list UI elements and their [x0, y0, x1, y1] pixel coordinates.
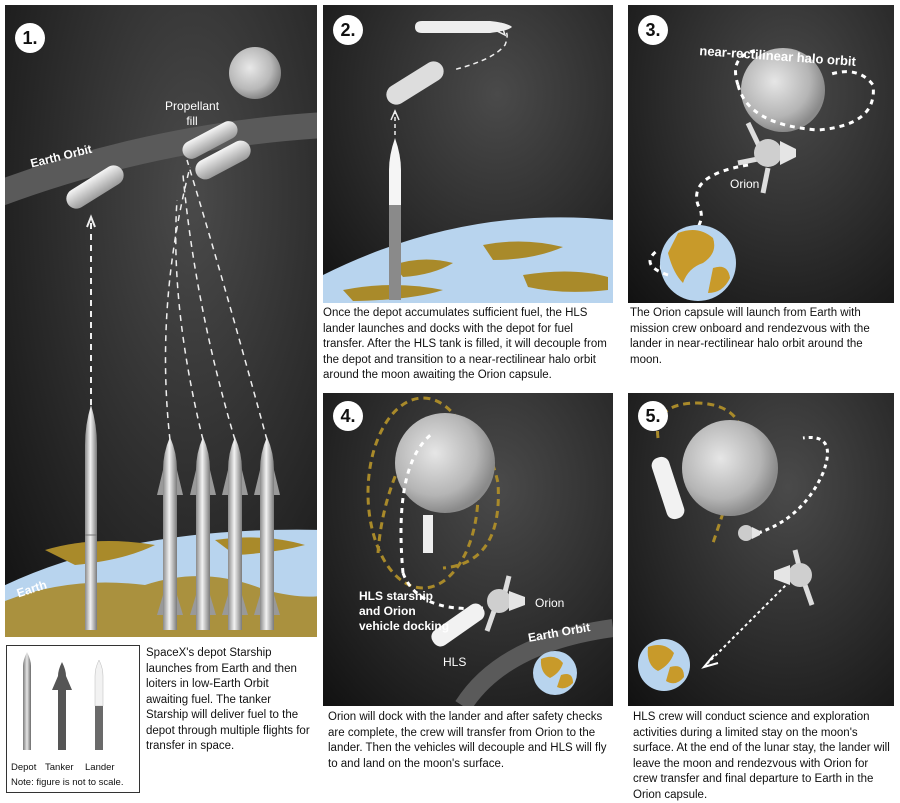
moon-icon [395, 413, 495, 513]
orion-label: Orion [535, 596, 565, 610]
hls-lander-in-transit [386, 61, 444, 105]
panel-2: 2. [323, 5, 613, 303]
step-number-3: 3. [638, 15, 668, 45]
panel-4: 4. HLS starship and Orion vehicle dockin… [323, 393, 613, 706]
legend-tanker-icon [52, 662, 72, 750]
caption-step-3: The Orion capsule will launch from Earth… [630, 307, 870, 366]
hls-label: HLS [443, 655, 467, 669]
propellant-fill-label: Propellant fill [165, 99, 220, 128]
orion-capsule-icon [737, 121, 796, 194]
step-number-4: 4. [333, 401, 363, 431]
orion-capsule-icon [484, 575, 525, 632]
moon-icon [682, 420, 778, 516]
panel-1: 1. Propellant fill Earth Orbit Earth [5, 5, 317, 637]
step-number-5: 5. [638, 401, 668, 431]
earth-icon [660, 225, 736, 301]
tanker-rocket-4 [254, 437, 280, 630]
caption-step-4: Orion will dock with the lander and afte… [328, 711, 607, 770]
depot-in-orbit [415, 21, 512, 33]
caption-step-5: HLS crew will conduct science and explor… [633, 711, 890, 801]
legend-lander-icon [94, 659, 104, 750]
legend-lander-label: Lander [85, 762, 115, 773]
orion-departing-icon [774, 549, 815, 606]
legend-illustration [23, 652, 104, 750]
tanker-rocket-2 [190, 437, 216, 630]
tanker-in-orbit-1 [182, 121, 238, 159]
depot-in-orbit [66, 165, 124, 209]
orion-label: Orion [730, 177, 760, 191]
step-number-1: 1. [15, 23, 45, 53]
caption-step-1: SpaceX's depot Starship launches from Ea… [146, 647, 310, 752]
panel-5-illustration [638, 401, 829, 691]
panel-2-illustration [323, 21, 613, 303]
legend-tanker-label: Tanker [45, 762, 74, 773]
orion-capsule-icon [738, 525, 760, 541]
tanker-in-orbit-2 [195, 140, 251, 180]
hls-lander-icon [431, 603, 485, 647]
hls-lander-icon [651, 456, 685, 520]
panel-3-illustration [648, 48, 875, 301]
tanker-rocket-1 [157, 437, 183, 630]
panel-1-illustration [5, 47, 317, 637]
panel-5: 5. [628, 393, 894, 706]
tanker-rocket-3 [222, 437, 248, 630]
earth-icon [533, 651, 577, 695]
depot-rocket [85, 405, 97, 630]
legend-box: Depot Tanker Lander Note: figure is not … [6, 645, 140, 793]
hls-orion-docking-label: HLS starship and Orion vehicle docking [359, 589, 450, 633]
legend-depot-label: Depot [11, 762, 37, 773]
moon-icon [229, 47, 281, 99]
legend-depot-icon [23, 652, 31, 750]
panel-4-illustration [366, 396, 613, 706]
step-number-2: 2. [333, 15, 363, 45]
moon-icon [741, 48, 825, 132]
caption-step-2: Once the depot accumulates sufficient fu… [323, 307, 607, 381]
hls-lander-rocket [389, 138, 401, 300]
panel-3: 3. near-rectilinear halo orbit Orion [628, 5, 894, 303]
earth-icon [638, 639, 690, 691]
legend-note: Note: figure is not to scale. [11, 777, 124, 788]
